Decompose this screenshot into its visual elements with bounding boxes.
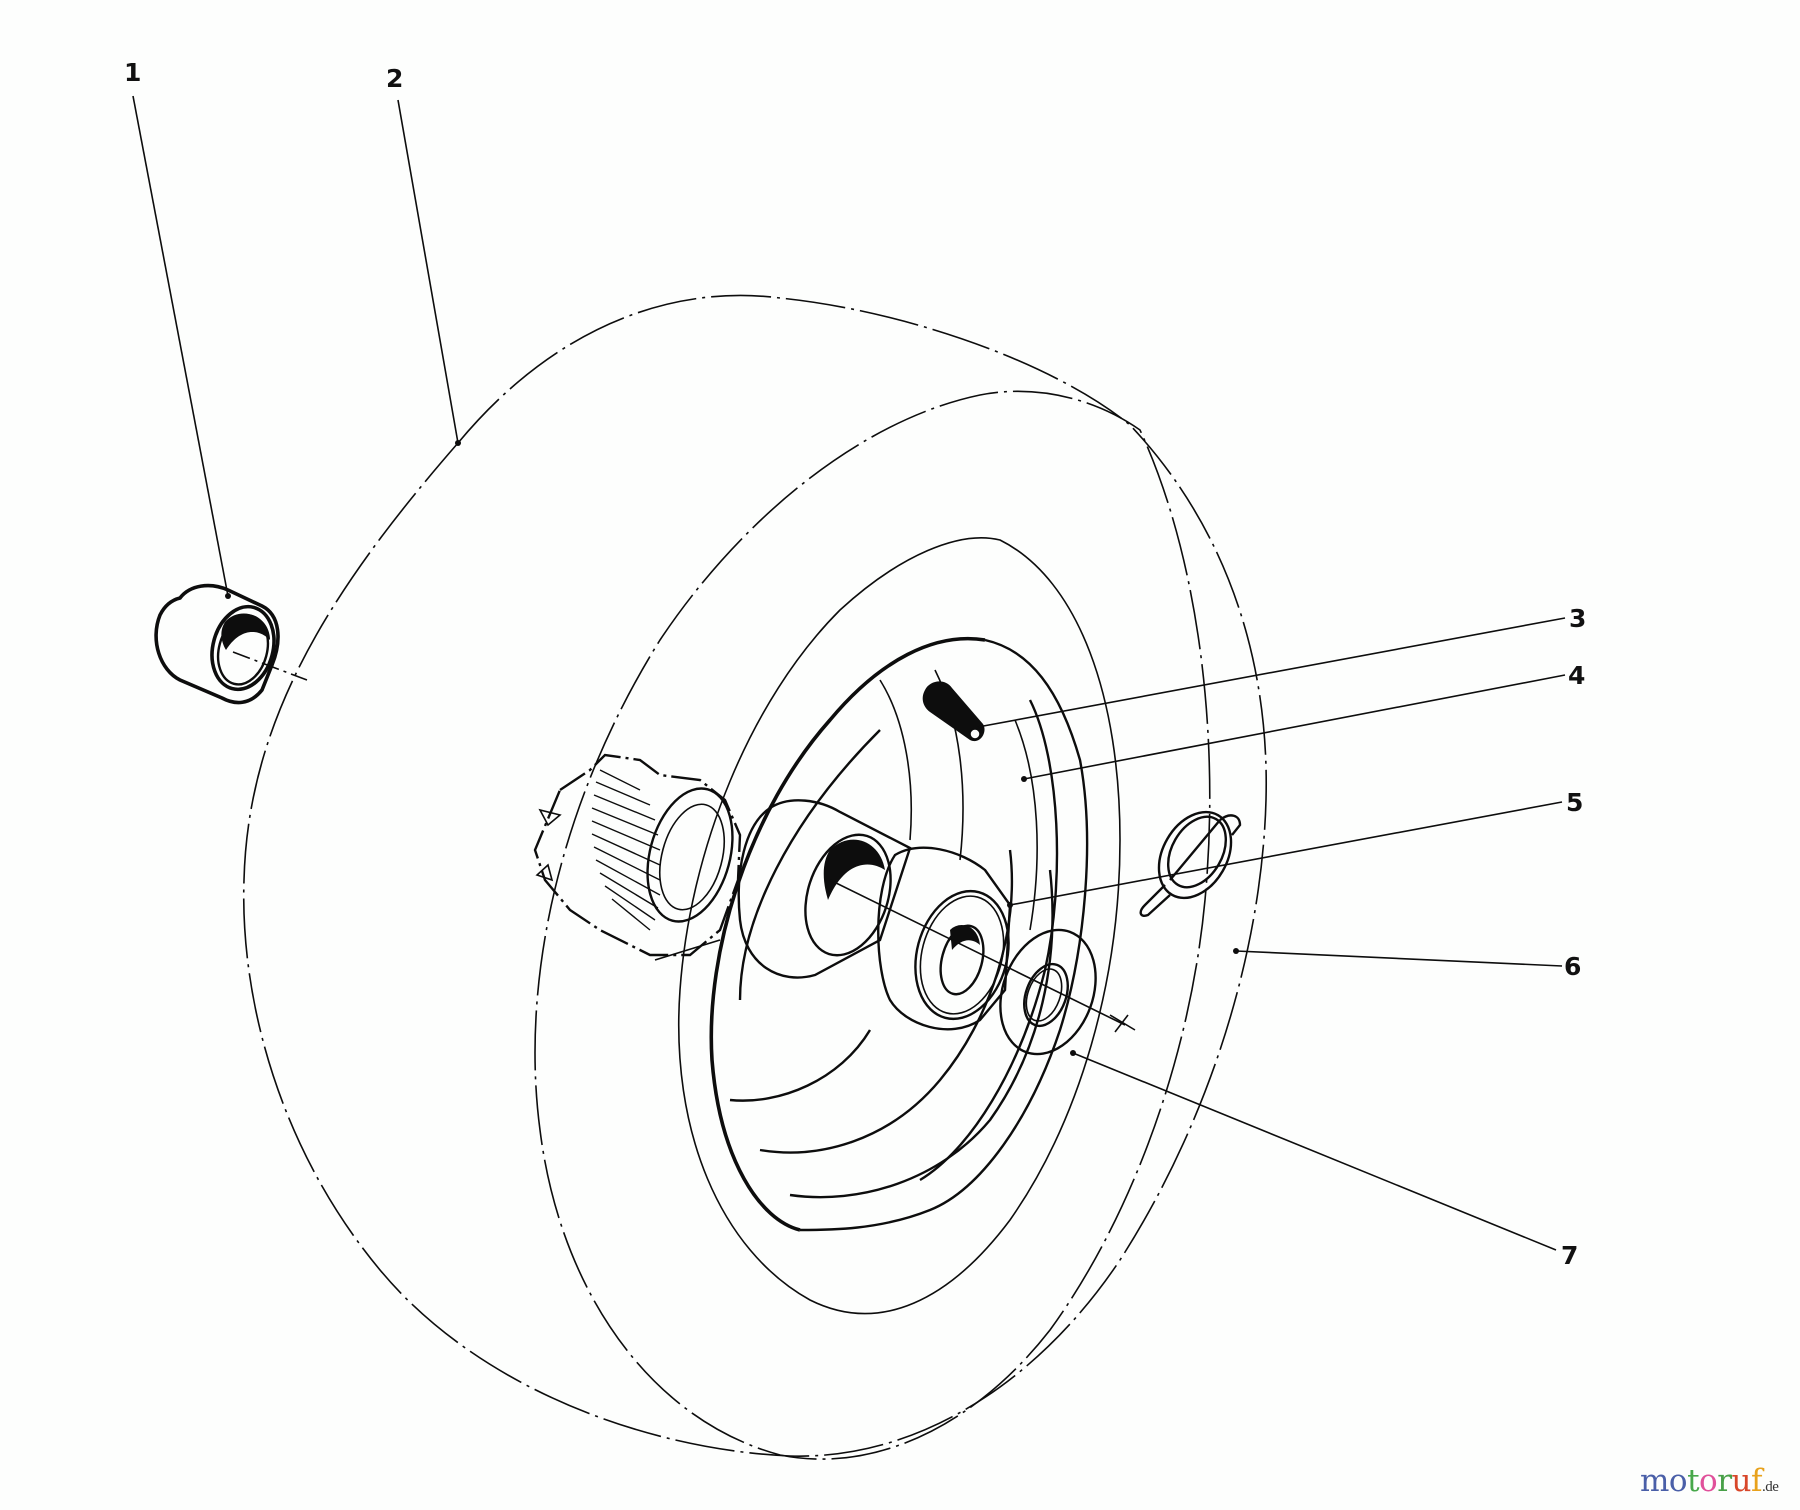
watermark-letter: m — [1640, 1463, 1669, 1499]
callout-7: 7 — [1561, 1241, 1579, 1270]
rim-contour-1 — [738, 729, 881, 1001]
axis-centerlines — [232, 651, 1136, 1033]
watermark-letter: u — [1731, 1463, 1752, 1499]
valve-stem — [922, 681, 985, 742]
center-hub-tube — [737, 799, 912, 979]
callout-2: 2 — [386, 64, 404, 93]
leader-2 — [397, 99, 459, 444]
leader-5 — [1009, 801, 1563, 906]
tire-sidewall-face — [534, 390, 1211, 1460]
watermark-tld: .de — [1762, 1479, 1779, 1495]
rim-outer-edge — [677, 537, 1121, 1315]
rim-flange-inner — [919, 699, 1059, 1182]
watermark-letter: o — [1668, 1463, 1688, 1499]
rim-contour-2 — [729, 1029, 872, 1102]
leader-lines — [132, 95, 1566, 1251]
watermark-letter: o — [1699, 1463, 1718, 1499]
watermark-letter: t — [1687, 1463, 1700, 1499]
rim-contour-3 — [759, 849, 1014, 1154]
rim-flange — [799, 638, 1089, 1232]
leader-7 — [1072, 1052, 1557, 1251]
tire-outer-outline — [242, 294, 1268, 1457]
rim-lip — [709, 636, 986, 1232]
watermark-logo: motoruf.de — [1640, 1463, 1779, 1499]
bushing — [154, 583, 280, 705]
hairpin-cotter — [1139, 810, 1242, 917]
watermark-letter: r — [1717, 1463, 1732, 1499]
watermark-letter: f — [1751, 1463, 1762, 1499]
rim-contour-5 — [879, 679, 913, 841]
callout-1: 1 — [124, 58, 142, 87]
tire-and-wheel — [242, 294, 1268, 1460]
rim-contour-4 — [789, 869, 1054, 1199]
leader-4 — [1023, 674, 1566, 780]
hub-spline-bearing — [533, 753, 742, 961]
callout-5: 5 — [1566, 788, 1584, 817]
leader-6 — [1235, 950, 1563, 967]
leader-1 — [132, 95, 229, 597]
leader-3 — [977, 617, 1566, 728]
callout-6: 6 — [1564, 952, 1582, 981]
callout-3: 3 — [1569, 604, 1587, 633]
callout-4: 4 — [1568, 661, 1586, 690]
rim-contour-7 — [1014, 719, 1038, 931]
